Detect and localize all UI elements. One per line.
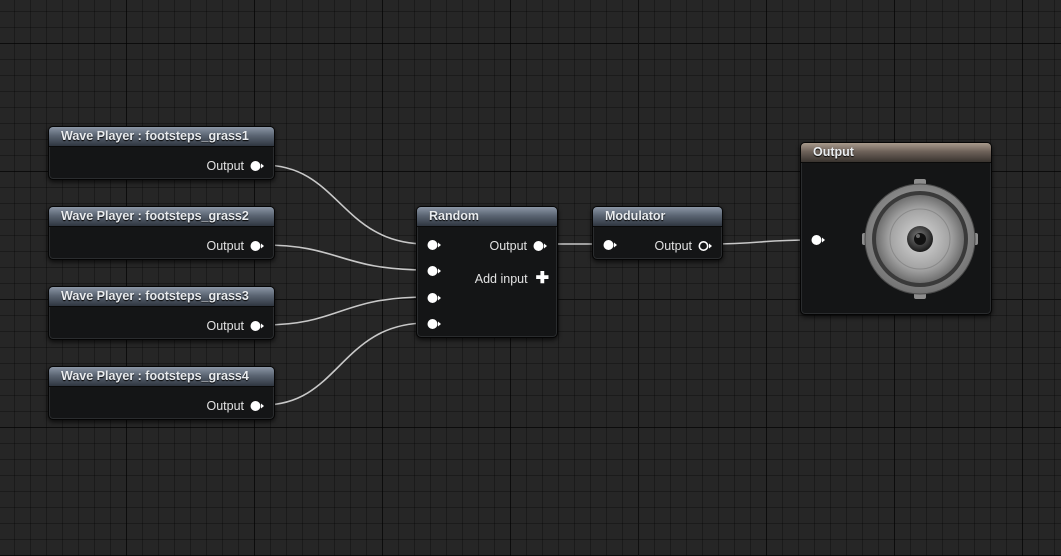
- node-title: Modulator: [593, 207, 722, 227]
- wire-grass1-to-random-in1: [262, 164, 428, 245]
- output-pin-row: Output: [206, 239, 264, 253]
- output-pin-row: Output: [654, 239, 712, 253]
- output-pin-row: Output: [489, 239, 547, 253]
- input-pin-icon[interactable]: [811, 234, 825, 246]
- wire-grass3-to-random-in3: [262, 296, 428, 326]
- wave-player-node-2[interactable]: Wave Player : footsteps_grass2 Output: [48, 206, 275, 260]
- wave-player-node-4[interactable]: Wave Player : footsteps_grass4 Output: [48, 366, 275, 420]
- node-title: Wave Player : footsteps_grass4: [49, 367, 274, 387]
- wire-modulator-to-output: [709, 239, 812, 245]
- plus-icon: ✚: [535, 270, 549, 287]
- output-node[interactable]: Output: [800, 142, 992, 315]
- output-pin-row: Output: [206, 159, 264, 173]
- output-pin-icon[interactable]: [533, 240, 547, 252]
- output-pin-row: Output: [206, 399, 264, 413]
- output-pin-label: Output: [206, 159, 244, 173]
- wave-player-node-1[interactable]: Wave Player : footsteps_grass1 Output: [48, 126, 275, 180]
- input-pin-icon[interactable]: [603, 239, 617, 251]
- input-pin-4-icon[interactable]: [427, 318, 441, 330]
- output-pin-row: Output: [206, 319, 264, 333]
- speaker-icon: [862, 179, 978, 299]
- modulator-node[interactable]: Modulator Output: [592, 206, 723, 260]
- random-node[interactable]: Random Output Add input ✚: [416, 206, 558, 338]
- add-input-button[interactable]: Add input ✚: [474, 270, 549, 287]
- node-title: Random: [417, 207, 557, 227]
- node-title: Output: [801, 143, 991, 163]
- output-pin-icon[interactable]: [250, 400, 264, 412]
- node-title: Wave Player : footsteps_grass3: [49, 287, 274, 307]
- wave-player-node-3[interactable]: Wave Player : footsteps_grass3 Output: [48, 286, 275, 340]
- output-pin-icon[interactable]: [250, 320, 264, 332]
- input-pin-1-icon[interactable]: [427, 239, 441, 251]
- output-pin-label: Output: [206, 319, 244, 333]
- output-pin-icon[interactable]: [250, 240, 264, 252]
- output-pin-label: Output: [206, 399, 244, 413]
- output-pin-icon[interactable]: [250, 160, 264, 172]
- output-pin-label: Output: [489, 239, 527, 253]
- input-pin-3-icon[interactable]: [427, 292, 441, 304]
- wire-grass2-to-random-in2: [262, 244, 428, 271]
- output-pin-hollow-icon[interactable]: [698, 240, 712, 252]
- node-title: Wave Player : footsteps_grass2: [49, 207, 274, 227]
- node-title: Wave Player : footsteps_grass1: [49, 127, 274, 147]
- output-pin-label: Output: [206, 239, 244, 253]
- add-input-label: Add input: [474, 272, 528, 286]
- wire-grass4-to-random-in4: [262, 322, 428, 406]
- output-pin-label: Output: [654, 239, 692, 253]
- input-pin-2-icon[interactable]: [427, 265, 441, 277]
